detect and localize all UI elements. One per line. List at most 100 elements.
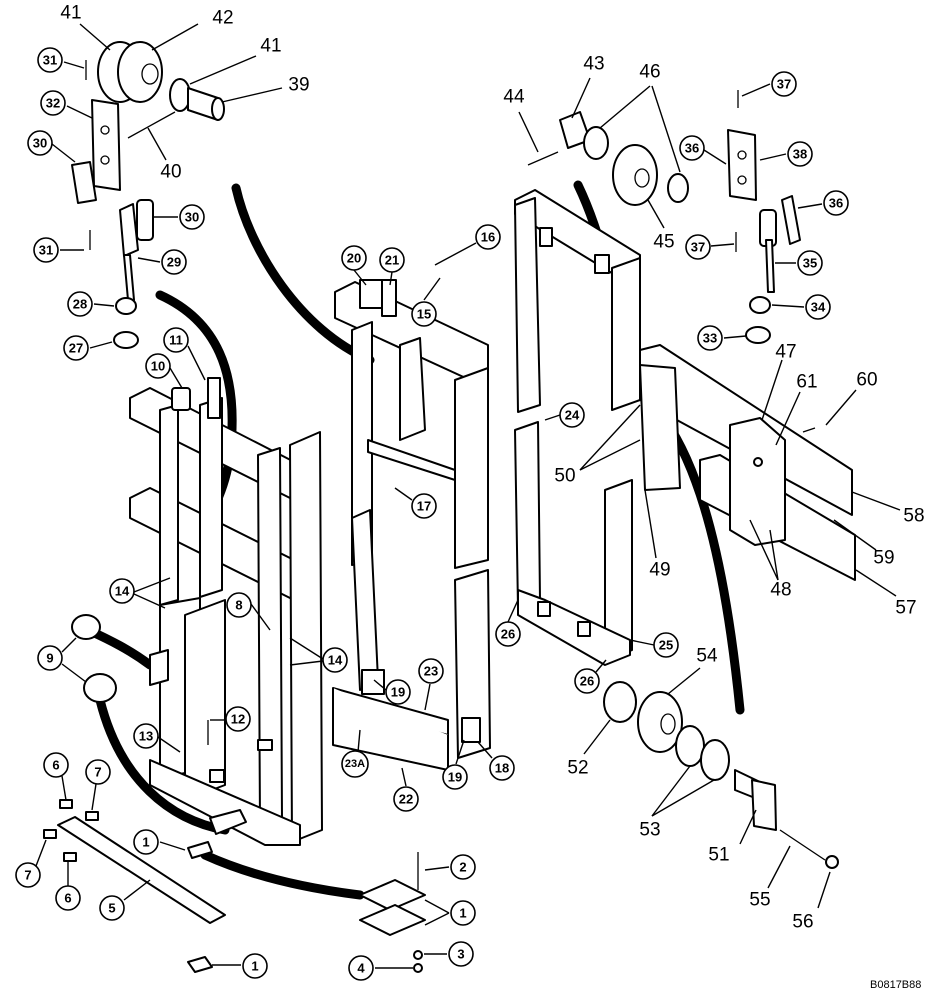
callout-19: 19 <box>442 739 468 790</box>
svg-text:19: 19 <box>391 685 405 700</box>
label-41: 41 <box>260 36 281 57</box>
svg-text:36: 36 <box>685 141 699 156</box>
callout-4: 4 <box>348 955 413 981</box>
svg-text:26: 26 <box>501 627 515 642</box>
callout-5: 5 <box>99 879 151 921</box>
svg-text:15: 15 <box>417 307 431 322</box>
upper-left-parts <box>71 41 225 349</box>
callout-15: 15 <box>411 277 441 327</box>
label-44: 44 <box>503 87 525 108</box>
callout-26: 26 <box>574 659 607 694</box>
label-48: 48 <box>770 580 791 601</box>
svg-text:4: 4 <box>357 961 365 976</box>
callout-24: 24 <box>544 402 585 428</box>
svg-text:37: 37 <box>691 240 705 255</box>
svg-text:31: 31 <box>43 53 57 68</box>
callout-37: 37 <box>685 234 735 260</box>
svg-text:9: 9 <box>46 651 53 666</box>
carriage-frame <box>514 189 641 666</box>
outer-mast <box>129 377 323 846</box>
callout-23A: 23A <box>341 729 369 778</box>
label-60: 60 <box>856 370 877 391</box>
svg-text:16: 16 <box>481 230 495 245</box>
callout-6: 6 <box>55 862 81 911</box>
svg-text:26: 26 <box>580 674 594 689</box>
callout-34: 34 <box>771 294 831 320</box>
svg-text:23A: 23A <box>345 758 365 770</box>
label-40: 40 <box>160 162 181 183</box>
label-57: 57 <box>895 598 916 619</box>
label-39: 39 <box>288 75 309 96</box>
callout-7: 7 <box>15 839 47 888</box>
plain-labels: 39 40 41 41 42 43 44 45 46 47 48 49 50 5… <box>60 3 924 933</box>
callout-26: 26 <box>495 599 521 647</box>
callout-14: 14 <box>289 637 348 673</box>
callout-28: 28 <box>67 291 115 317</box>
svg-text:20: 20 <box>347 251 361 266</box>
label-50: 50 <box>554 466 575 487</box>
svg-text:36: 36 <box>829 196 843 211</box>
label-52: 52 <box>567 758 588 779</box>
label-43: 43 <box>583 54 604 75</box>
svg-text:31: 31 <box>39 243 53 258</box>
svg-text:24: 24 <box>565 408 580 423</box>
callout-3: 3 <box>424 941 474 967</box>
svg-text:1: 1 <box>142 835 149 850</box>
svg-text:1: 1 <box>251 959 258 974</box>
svg-text:10: 10 <box>151 359 165 374</box>
svg-text:1: 1 <box>459 906 466 921</box>
svg-text:2: 2 <box>459 860 466 875</box>
upper-right-parts <box>527 90 801 344</box>
callout-1: 1 <box>424 899 476 926</box>
svg-text:18: 18 <box>495 761 509 776</box>
callout-31: 31 <box>37 47 85 73</box>
svg-text:17: 17 <box>417 499 431 514</box>
svg-text:8: 8 <box>235 598 242 613</box>
callout-10: 10 <box>145 353 183 389</box>
callout-1: 1 <box>424 912 450 926</box>
callout-16: 16 <box>434 224 501 266</box>
callout-23: 23 <box>418 658 444 711</box>
svg-text:27: 27 <box>69 341 83 356</box>
svg-text:12: 12 <box>231 712 245 727</box>
svg-text:21: 21 <box>385 253 399 268</box>
svg-text:19: 19 <box>448 770 462 785</box>
label-49: 49 <box>649 560 670 581</box>
svg-text:7: 7 <box>24 868 31 883</box>
callout-37: 37 <box>741 71 797 97</box>
svg-text:13: 13 <box>139 729 153 744</box>
callout-32: 32 <box>40 90 93 119</box>
callout-18: 18 <box>477 741 515 781</box>
callout-14: 14 <box>109 577 171 609</box>
label-58: 58 <box>903 506 924 527</box>
svg-text:6: 6 <box>52 758 59 773</box>
label-59: 59 <box>873 548 894 569</box>
callout-22: 22 <box>393 767 419 812</box>
callout-27: 27 <box>63 335 113 361</box>
label-56: 56 <box>792 912 813 933</box>
callout-7: 7 <box>85 759 111 811</box>
svg-text:11: 11 <box>169 333 183 348</box>
svg-text:6: 6 <box>64 891 71 906</box>
label-45: 45 <box>653 232 674 253</box>
callout-30: 30 <box>27 130 76 163</box>
label-53: 53 <box>639 820 660 841</box>
svg-text:5: 5 <box>108 901 115 916</box>
svg-text:25: 25 <box>659 638 673 653</box>
callout-8: 8 <box>226 592 271 631</box>
svg-text:34: 34 <box>811 300 826 315</box>
callout-13: 13 <box>133 723 181 753</box>
svg-text:37: 37 <box>777 77 791 92</box>
callout-35: 35 <box>775 250 823 276</box>
callout-31: 31 <box>33 237 84 263</box>
callout-6: 6 <box>43 752 69 801</box>
svg-text:29: 29 <box>167 255 181 270</box>
callout-33: 33 <box>697 325 747 351</box>
callout-labels: 1 1 1 1 2 3 4 5 6 6 7 7 8 9 10 11 12 13 … <box>15 47 849 981</box>
callout-12: 12 <box>210 706 251 732</box>
label-54: 54 <box>696 646 718 667</box>
callout-1: 1 <box>212 953 268 979</box>
callout-1: 1 <box>133 829 186 855</box>
svg-text:14: 14 <box>115 584 130 599</box>
label-61: 61 <box>796 372 817 393</box>
